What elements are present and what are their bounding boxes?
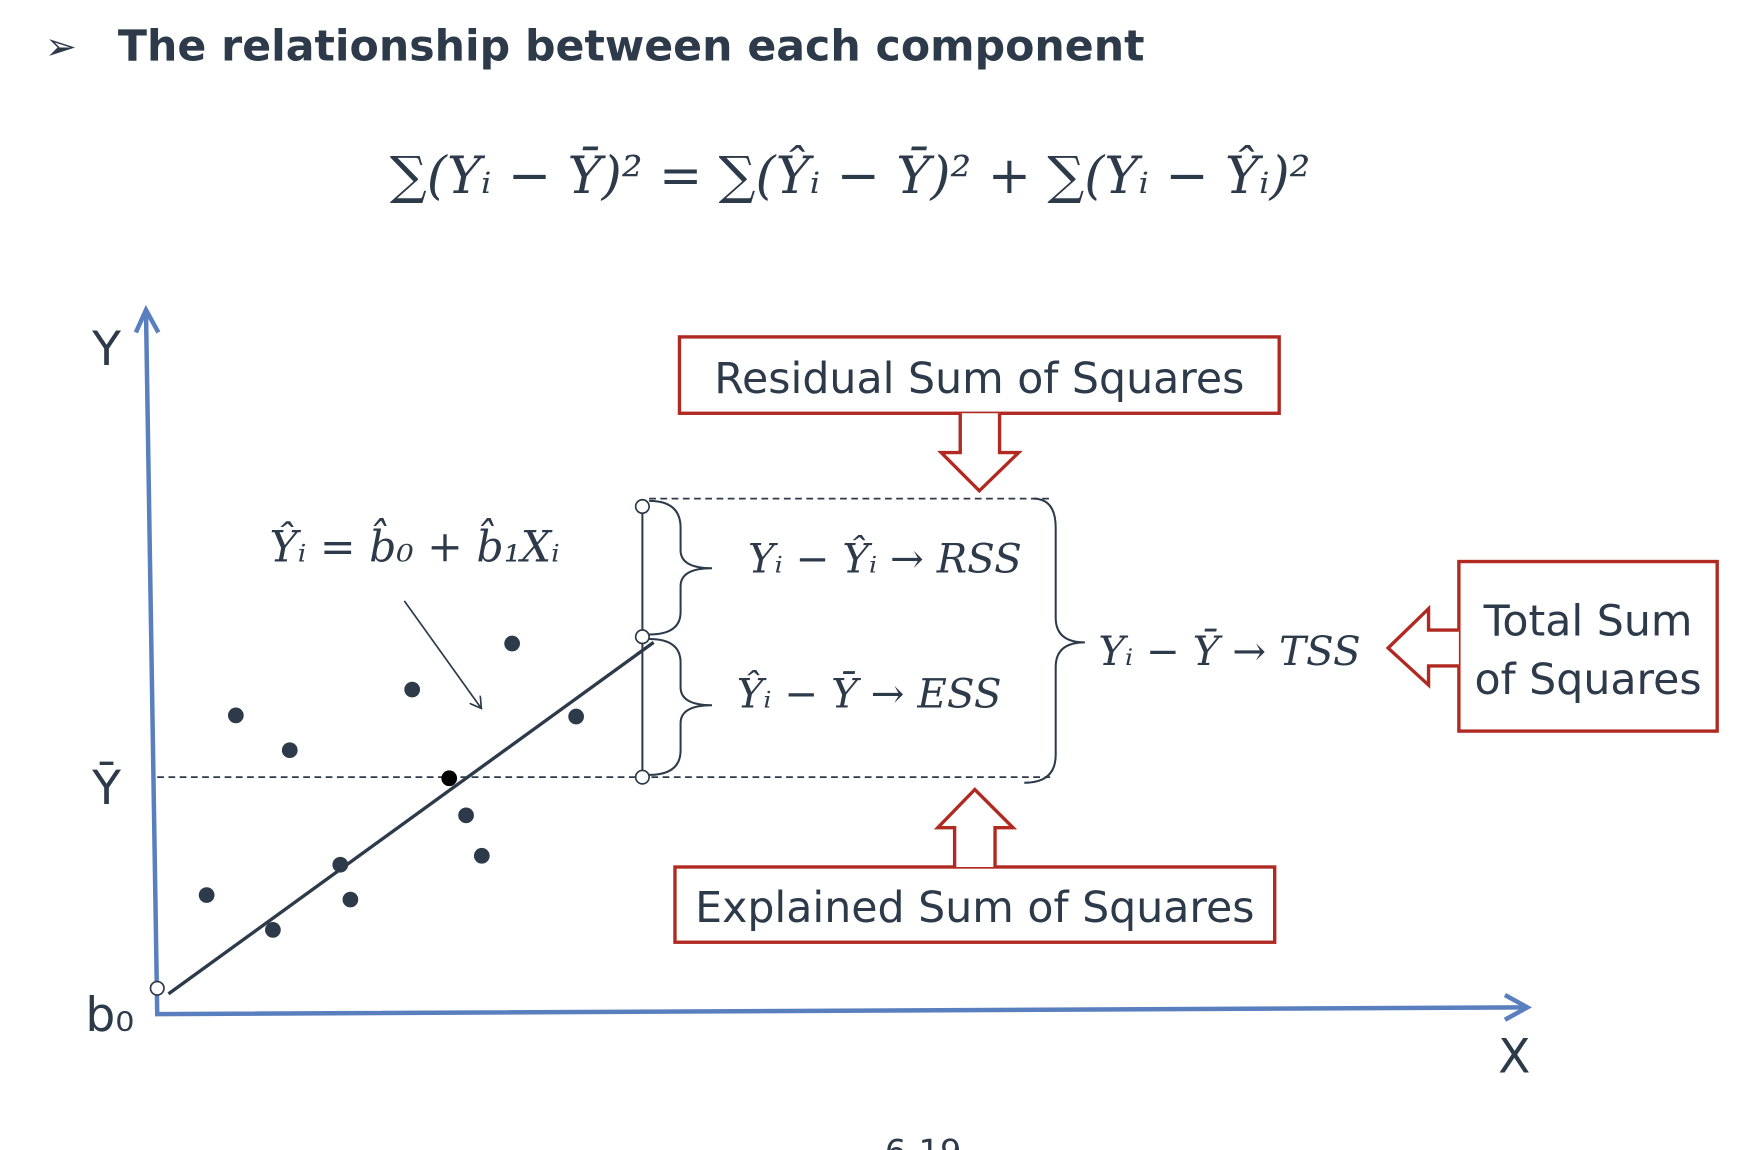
ess-term: Ŷᵢ − Ȳ → ESS	[737, 669, 1002, 718]
rss-callout-label: Residual Sum of Squares	[714, 354, 1244, 404]
intercept-marker	[149, 980, 165, 996]
ess-callout-box	[673, 865, 1277, 944]
page-number: 6-19	[885, 1132, 961, 1150]
slide-title: The relationship between each component	[118, 22, 1145, 72]
axes	[143, 312, 1526, 1017]
data-point	[441, 770, 458, 787]
bullet-arrow-icon: ➢	[45, 26, 77, 70]
data-point	[265, 922, 281, 938]
fitted-marker	[634, 629, 650, 645]
down-arrow-icon	[937, 413, 1023, 494]
tss-term: Yᵢ − Ȳ → TSS	[1098, 627, 1360, 675]
rss-callout-box	[677, 335, 1281, 415]
data-point	[504, 635, 520, 652]
left-arrow-icon	[1385, 604, 1459, 689]
ess-brace	[649, 638, 713, 776]
data-point	[404, 681, 421, 698]
tss-brace	[1024, 497, 1085, 784]
data-point	[568, 708, 584, 725]
rss-brace	[649, 499, 713, 636]
observed-marker	[634, 498, 650, 515]
data-point	[342, 891, 359, 908]
tss-callout-line2: of Squares	[1474, 655, 1701, 705]
tss-callout-line1: Total Sum	[1483, 597, 1693, 647]
rss-term: Yᵢ − Ŷᵢ → RSS	[748, 534, 1022, 583]
regression-line	[167, 641, 655, 996]
pointer-arrow-icon	[403, 600, 480, 708]
data-point	[227, 707, 244, 724]
regression-equation-label: Ŷᵢ = b̂₀ + b̂₁Xᵢ	[270, 517, 560, 572]
data-point	[473, 847, 490, 864]
x-axis-label: X	[1498, 1030, 1530, 1085]
up-arrow-icon	[933, 787, 1018, 867]
ybar-label: Ȳ	[91, 760, 121, 816]
x-axis-arrow-icon	[1503, 993, 1533, 1022]
intercept-label: b₀	[85, 988, 134, 1043]
data-points	[198, 635, 584, 938]
ess-callout-label: Explained Sum of Squares	[695, 883, 1254, 933]
data-point	[281, 742, 298, 759]
data-point	[332, 856, 349, 873]
data-point	[198, 887, 215, 903]
mean-marker	[634, 769, 650, 785]
sum-of-squares-equation: ∑(Yᵢ − Ȳ)² = ∑(Ŷᵢ − Ȳ)² + ∑(Yᵢ − Ŷᵢ)²	[390, 144, 1310, 206]
y-axis-label: Y	[91, 322, 121, 377]
data-point	[458, 807, 474, 824]
tss-callout-box	[1457, 559, 1719, 733]
y-axis-arrow-icon	[133, 304, 161, 334]
